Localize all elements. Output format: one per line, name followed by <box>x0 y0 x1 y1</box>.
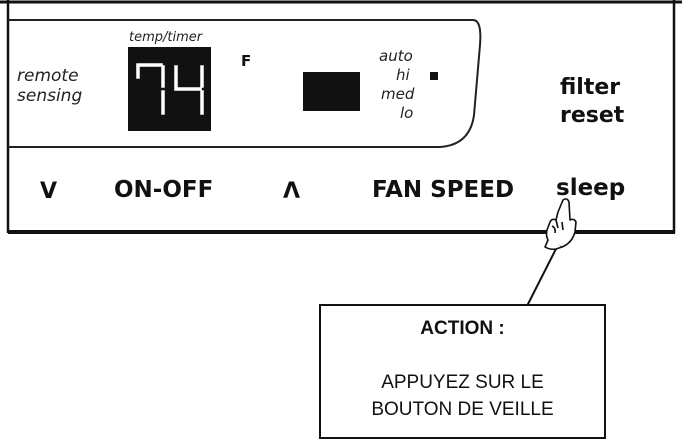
fan-mode-med: med <box>381 85 415 103</box>
temp-up-button[interactable]: Λ <box>283 179 301 204</box>
temp-down-button[interactable]: V <box>40 179 58 204</box>
sleep-button[interactable]: sleep <box>556 175 626 201</box>
callout-box <box>319 304 606 439</box>
filter-reset-line1: filter <box>560 75 621 100</box>
unit-label: F <box>241 52 252 70</box>
fan-mode-lo: lo <box>400 104 414 122</box>
callout-line1: APPUYEZ SUR LE <box>381 372 544 393</box>
fan-display-panel <box>303 72 360 111</box>
remote-sensing-label-line2: sensing <box>17 86 83 106</box>
temp-digits <box>136 63 204 115</box>
filter-reset-line2: reset <box>560 103 625 128</box>
remote-sensing-label-line1: remote <box>17 66 79 86</box>
callout-title: ACTION : <box>420 318 505 339</box>
callout-line2: BOUTON DE VEILLE <box>371 399 554 420</box>
temp-timer-label: temp/timer <box>129 30 203 45</box>
power-button[interactable]: ON-OFF <box>114 177 214 203</box>
pointing-hand-icon <box>544 198 577 251</box>
fan-speed-button[interactable]: FAN SPEED <box>372 177 515 203</box>
callout-leader-line <box>526 240 561 307</box>
filter-reset-button[interactable]: filter reset <box>560 74 624 130</box>
fan-mode-hi: hi <box>396 66 410 84</box>
fan-mode-indicator-icon <box>430 72 438 80</box>
fan-mode-auto: auto <box>379 47 413 65</box>
